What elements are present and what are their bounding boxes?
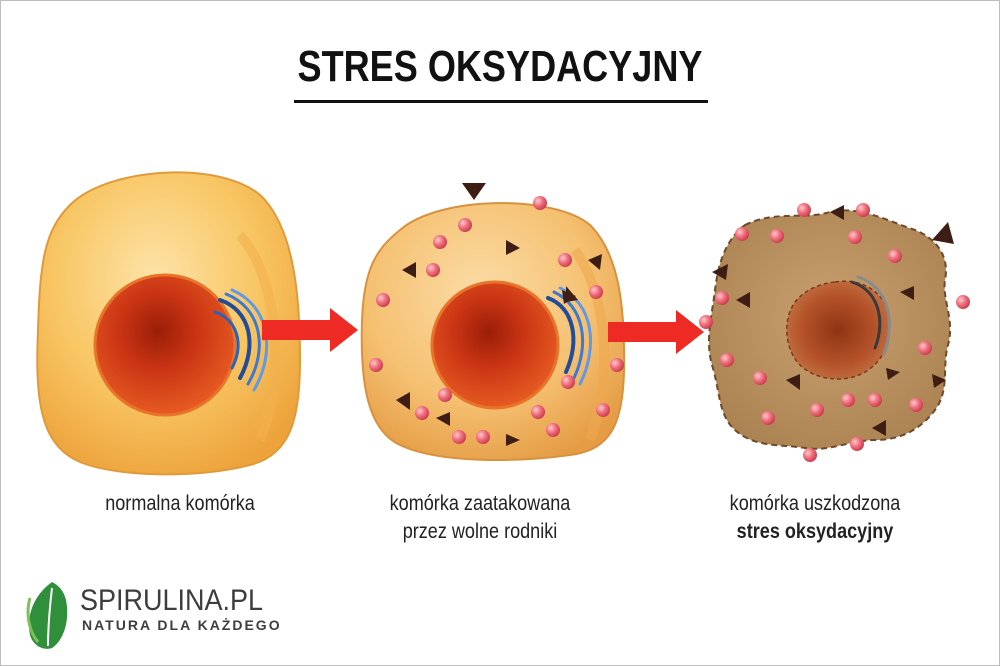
- attacked-cell: [360, 202, 626, 461]
- arrow-right-icon: [262, 308, 358, 352]
- caption-attacked-cell: komórka zaatakowana przez wolne rodniki: [351, 490, 609, 546]
- caption-line: komórka zaatakowana: [389, 492, 571, 515]
- caption-line: normalna komórka: [105, 492, 255, 515]
- nucleus: [786, 280, 891, 380]
- radical-triangles: [396, 183, 954, 446]
- logo-name: SPIRULINA.PL: [80, 584, 264, 617]
- damaged-cell: [708, 209, 952, 450]
- caption-damaged-cell: komórka uszkodzona stres oksydacyjny: [682, 490, 949, 546]
- nucleus: [93, 273, 237, 417]
- nucleus: [430, 280, 560, 410]
- leaf-icon: [26, 582, 68, 649]
- golgi-apparatus: [850, 275, 891, 356]
- caption-line-bold: stres oksydacyjny: [736, 520, 894, 543]
- caption-line: przez wolne rodniki: [402, 520, 558, 543]
- normal-cell: [36, 171, 302, 476]
- logo-tagline: NATURA DLA KAŻDEGO: [82, 617, 282, 633]
- caption-normal-cell: normalna komórka: [51, 490, 309, 518]
- title-underline: [294, 100, 708, 103]
- caption-line: komórka uszkodzona: [729, 492, 901, 515]
- arrow-right-icon: [608, 310, 704, 354]
- free-radicals: [369, 196, 970, 462]
- golgi-apparatus: [213, 288, 269, 392]
- page-title: STRES OKSYDACYJNY: [297, 42, 703, 91]
